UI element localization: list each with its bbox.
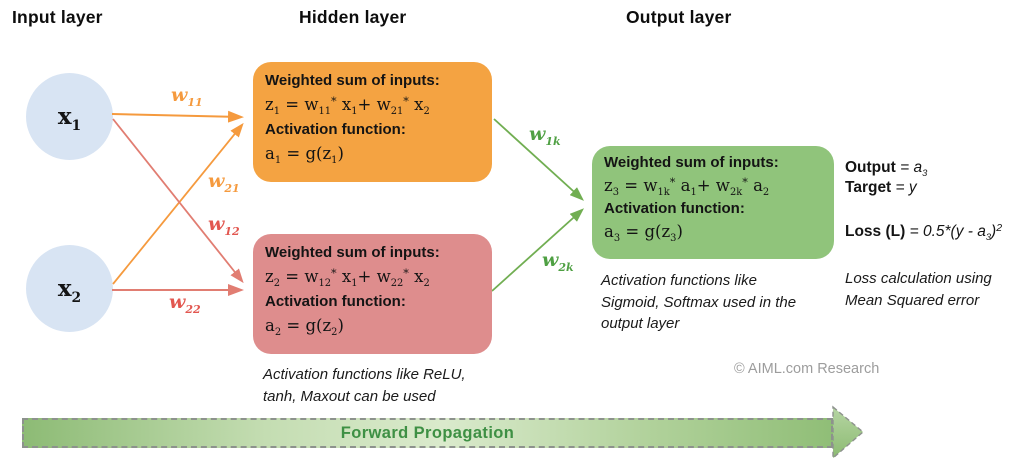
hidden-layer-title: Hidden layer <box>299 7 407 27</box>
forward-propagation-bar: Forward Propagation <box>22 418 833 448</box>
hidden2-activation-equation: a2 = g(z2) <box>265 316 344 339</box>
hidden1-activation-equation: a1 = g(z1) <box>265 144 344 167</box>
output-activation-title: Activation function: <box>604 200 745 217</box>
input-layer-title: Input layer <box>12 7 103 27</box>
arrow-w21 <box>112 122 244 285</box>
output-sum-equation: z3 = w1k* a1+ w2k* a2 <box>604 175 770 199</box>
hidden-unit-2-box: Weighted sum of inputs: z2 = w12* x1+ w2… <box>253 234 492 354</box>
weight-label-w21: w21 <box>208 170 240 195</box>
hidden1-sum-equation: z1 = w11* x1+ w21* x2 <box>265 94 430 118</box>
hidden-layer-note: Activation functions like ReLU, tanh, Ma… <box>263 366 466 405</box>
output-value-line: Output = a3 <box>845 159 928 179</box>
output-unit-box: Weighted sum of inputs: z3 = w1k* a1+ w2… <box>592 146 834 259</box>
loss-note: Loss calculation using Mean Squared erro… <box>845 270 992 309</box>
hidden2-activation-title: Activation function: <box>265 293 406 310</box>
weight-label-w12: w12 <box>208 213 240 238</box>
hidden2-sum-title: Weighted sum of inputs: <box>265 244 440 261</box>
arrow-w12 <box>112 118 244 284</box>
output-sum-title: Weighted sum of inputs: <box>604 154 779 171</box>
arrow-w11 <box>111 110 244 123</box>
weight-label-w2k: w2k <box>542 249 574 274</box>
input-node-x1-label: x1 <box>57 103 82 135</box>
forward-arrowhead <box>832 405 865 460</box>
weight-label-w22: w22 <box>169 291 201 316</box>
weight-label-w11: w11 <box>171 84 203 109</box>
forward-propagation-label: Forward Propagation <box>340 423 515 442</box>
hidden1-activation-title: Activation function: <box>265 121 406 138</box>
output-layer-note: Activation functions like Sigmoid, Softm… <box>601 272 797 332</box>
input-node-x2: x2 <box>26 245 113 332</box>
weight-label-w1k: w1k <box>529 123 561 148</box>
copyright-text: © AIML.com Research <box>734 361 880 377</box>
loss-formula-line: Loss (L) = 0.5*(y - a3)2 <box>845 222 1003 243</box>
input-node-x2-label: x2 <box>57 275 82 307</box>
hidden-unit-1-box: Weighted sum of inputs: z1 = w11* x1+ w2… <box>253 62 492 182</box>
hidden2-sum-equation: z2 = w12* x1+ w22* x2 <box>265 266 430 290</box>
hidden1-sum-title: Weighted sum of inputs: <box>265 72 440 89</box>
output-layer-title: Output layer <box>626 7 732 27</box>
output-activation-equation: a3 = g(z3) <box>604 222 683 245</box>
target-value-line: Target = y <box>845 179 917 196</box>
input-node-x1: x1 <box>26 73 113 160</box>
